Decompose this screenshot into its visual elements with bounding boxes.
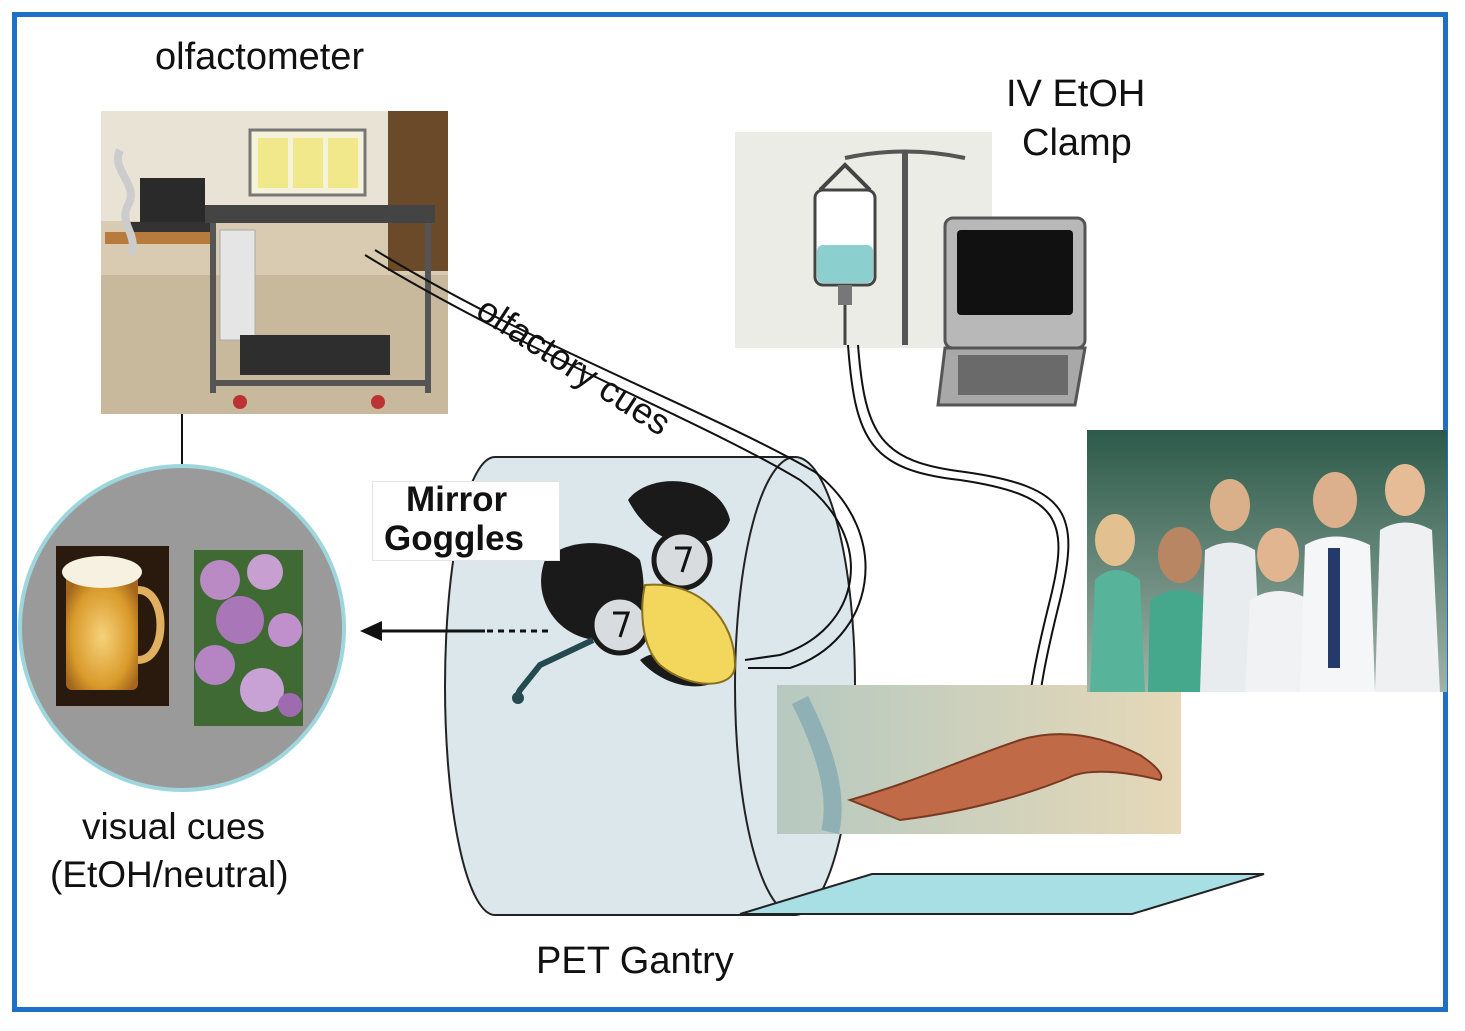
olfactometer-photo	[101, 111, 448, 414]
mirror-label: Mirror	[406, 480, 508, 519]
olfactometer-label: olfactometer	[155, 36, 365, 78]
goggles-label: Goggles	[384, 519, 525, 558]
iv-clamp-label: Clamp	[1022, 122, 1132, 164]
scanner-bed	[739, 873, 1265, 915]
laptop-icon	[936, 216, 1087, 407]
iv-etoh-label: IV EtOH	[1006, 73, 1146, 115]
olfactory-tubes	[364, 249, 867, 669]
visual-cues-sublabel: (EtOH/neutral)	[50, 854, 289, 895]
medical-staff-photo	[1087, 430, 1447, 692]
gaze-arrow	[360, 621, 548, 641]
visual-cues-label: visual cues	[82, 806, 266, 847]
visual-cues-circle	[18, 464, 346, 792]
beer-mug-icon	[56, 546, 169, 706]
outstretched-arm-painting	[777, 685, 1181, 835]
disguise-goggles-icon	[512, 481, 737, 704]
iv-lines	[847, 344, 1070, 716]
pet-gantry-label: PET Gantry	[536, 940, 734, 982]
lilac-flowers-icon	[194, 550, 303, 726]
mirror-goggles-label-box	[372, 481, 560, 561]
